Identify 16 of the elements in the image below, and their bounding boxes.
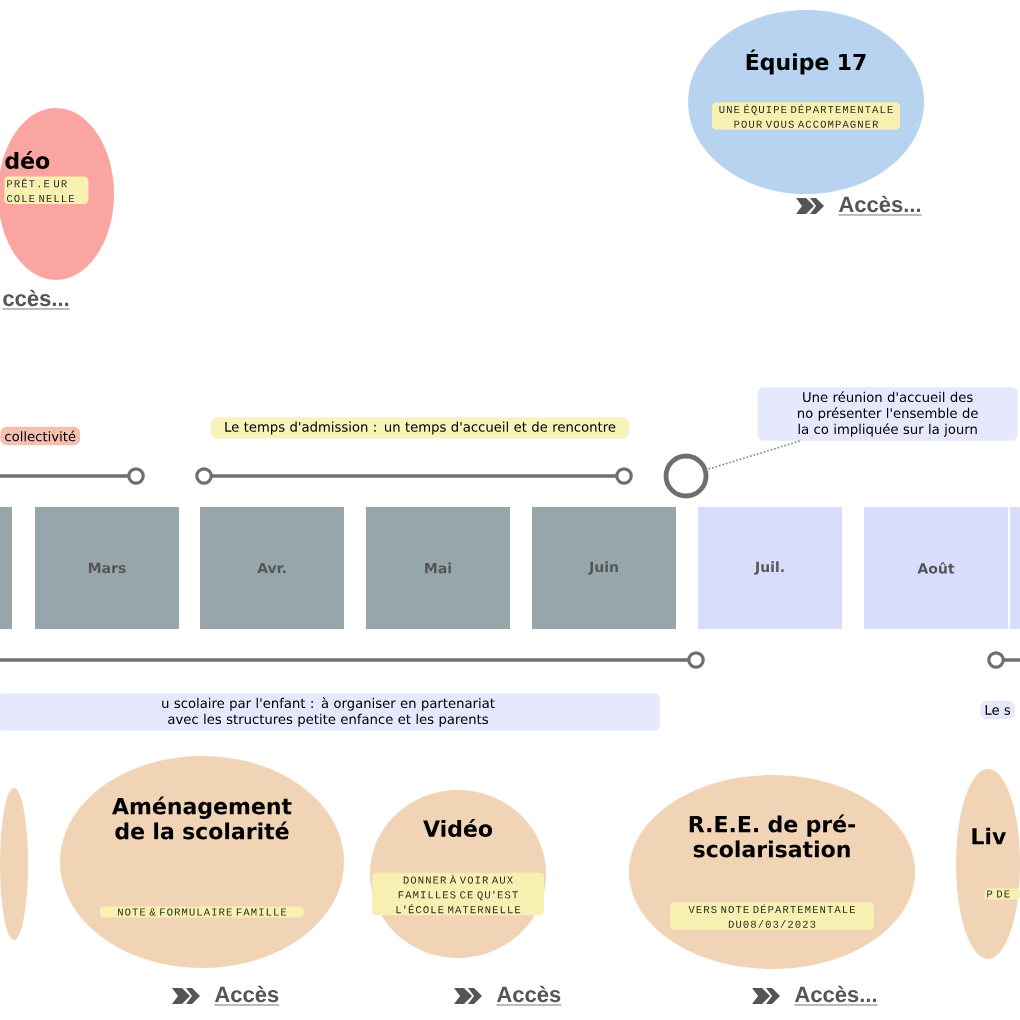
card-title: Vidéo [423,819,493,837]
leader-line [706,440,801,471]
month-box [0,507,12,629]
month-box [1010,507,1020,629]
link: Accès [496,985,562,1006]
card-background [0,788,28,940]
card-title: déo [5,151,50,169]
timeline-circle [663,453,709,499]
card-title: Aménagement de la scolarité [112,796,292,840]
link: Accès... [794,985,878,1006]
link: ccès... [2,289,71,310]
card-title: Liv [972,827,1006,845]
card-title: R.E.E. de pré-scolarisation [689,814,856,858]
link: Accès... [838,195,922,216]
card-title: Équipe 17 [746,49,866,75]
link: Accès [214,985,280,1006]
